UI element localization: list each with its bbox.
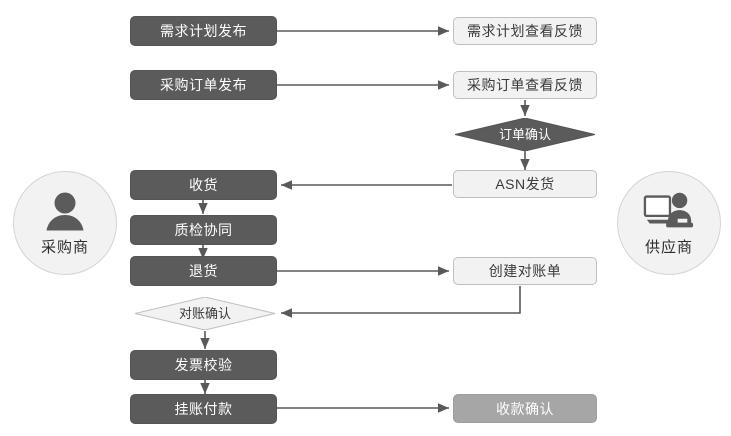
- node-label: 发票校验: [174, 357, 233, 373]
- node-label: 需求计划发布: [160, 23, 247, 39]
- node-label: 需求计划查看反馈: [467, 23, 583, 39]
- node-po-feedback[interactable]: 采购订单查看反馈: [453, 71, 597, 99]
- person-at-computer-icon: [643, 190, 695, 234]
- decision-order-confirm[interactable]: 订单确认: [455, 118, 595, 151]
- node-label: 创建对账单: [488, 263, 562, 279]
- node-label: 退货: [189, 263, 218, 279]
- decision-label: 订单确认: [498, 127, 551, 142]
- node-return-goods[interactable]: 退货: [130, 256, 277, 286]
- node-po-publish[interactable]: 采购订单发布: [130, 70, 277, 100]
- node-pending-payment[interactable]: 挂账付款: [130, 394, 277, 424]
- actor-supplier[interactable]: 供应商: [617, 171, 721, 275]
- actor-label: 供应商: [644, 238, 693, 256]
- node-label: 质检协同: [174, 222, 233, 238]
- node-label: ASN发货: [495, 176, 555, 192]
- node-receive-goods[interactable]: 收货: [130, 170, 277, 200]
- diamond-shape: [455, 118, 595, 151]
- node-label: 采购订单发布: [160, 77, 247, 93]
- decision-label: 对账确认: [178, 306, 231, 321]
- node-create-statement[interactable]: 创建对账单: [453, 257, 597, 285]
- node-label: 挂账付款: [174, 401, 233, 417]
- node-quality-inspection[interactable]: 质检协同: [130, 215, 277, 245]
- node-demand-plan-publish[interactable]: 需求计划发布: [130, 16, 277, 46]
- actor-label: 采购商: [40, 238, 89, 256]
- node-label: 收货: [189, 177, 218, 193]
- edge-statement-to-confirm: [281, 286, 521, 318]
- node-asn-ship[interactable]: ASN发货: [453, 170, 597, 198]
- node-invoice-verify[interactable]: 发票校验: [130, 350, 277, 380]
- node-demand-plan-feedback[interactable]: 需求计划查看反馈: [453, 17, 597, 45]
- node-label: 收款确认: [496, 400, 554, 417]
- person-icon: [39, 190, 91, 234]
- node-receipt-confirm[interactable]: 收款确认: [453, 394, 597, 423]
- actor-buyer[interactable]: 采购商: [13, 171, 117, 275]
- decision-statement-confirm[interactable]: 对账确认: [135, 297, 275, 330]
- diamond-shape: [135, 297, 275, 330]
- node-label: 采购订单查看反馈: [467, 77, 583, 93]
